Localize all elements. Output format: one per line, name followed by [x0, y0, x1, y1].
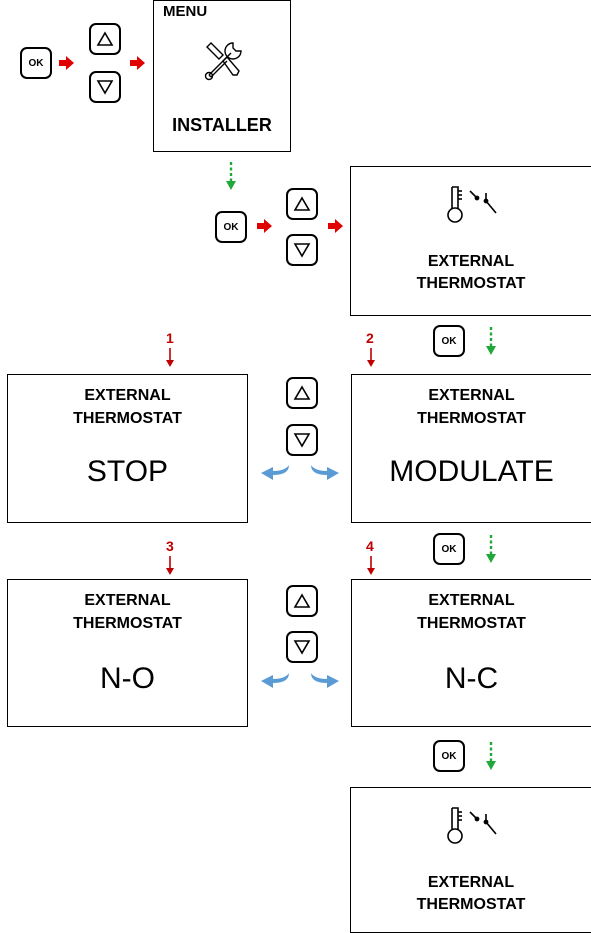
triangle-down-icon	[96, 80, 114, 95]
red-down-arrow-icon	[166, 556, 174, 575]
ok-button-label: OK	[223, 221, 239, 233]
ext-title-line1: EXTERNAL	[428, 387, 515, 404]
modulate-screen: EXTERNAL THERMOSTAT MODULATE	[351, 374, 591, 523]
green-dashed-arrow-icon	[486, 742, 496, 770]
option-number-4: 4	[366, 538, 374, 554]
triangle-up-icon	[293, 385, 311, 400]
green-dashed-arrow-icon	[226, 162, 236, 190]
ok-button[interactable]: OK	[433, 533, 465, 565]
ext-title-line1: EXTERNAL	[427, 253, 515, 270]
triangle-up-icon	[293, 196, 311, 211]
ok-button-label: OK	[441, 335, 457, 347]
ext-title-line2: THERMOSTAT	[417, 410, 526, 427]
menu-installer-label: INSTALLER	[172, 115, 272, 135]
ext-title-line2: THERMOSTAT	[73, 410, 182, 427]
green-dashed-arrow-icon	[486, 327, 496, 355]
triangle-up-icon	[96, 31, 114, 46]
blue-right-arrow-icon	[311, 673, 339, 688]
ok-button-label: OK	[441, 543, 457, 555]
red-down-arrow-icon	[166, 348, 174, 367]
stop-screen: EXTERNAL THERMOSTAT STOP	[7, 374, 248, 523]
down-button[interactable]	[286, 234, 318, 266]
ok-button[interactable]: OK	[433, 325, 465, 357]
up-button[interactable]	[286, 377, 318, 409]
red-down-arrow-icon	[367, 348, 375, 367]
option-value-no: N-O	[100, 662, 155, 695]
ok-button-label: OK	[28, 57, 44, 69]
blue-left-arrow-icon	[261, 465, 289, 480]
wrench-screwdriver-icon	[204, 42, 242, 81]
down-button[interactable]	[286, 424, 318, 456]
ext-title-line1: EXTERNAL	[428, 592, 515, 609]
ext-title-line2: THERMOSTAT	[416, 896, 526, 913]
option-value-modulate: MODULATE	[389, 455, 554, 488]
triangle-down-icon	[293, 243, 311, 258]
triangle-down-icon	[293, 433, 311, 448]
ok-button[interactable]: OK	[20, 47, 52, 79]
red-arrow-icon	[257, 219, 272, 233]
down-button[interactable]	[286, 631, 318, 663]
thermostat-switch-icon	[447, 186, 497, 223]
nc-screen: EXTERNAL THERMOSTAT N-C	[351, 579, 591, 727]
menu-title: MENU	[163, 3, 208, 20]
triangle-down-icon	[293, 640, 311, 655]
red-arrow-icon	[328, 219, 343, 233]
red-arrow-icon	[130, 56, 145, 70]
external-thermostat-screen-final: EXTERNAL THERMOSTAT	[350, 787, 591, 933]
down-button[interactable]	[89, 71, 121, 103]
triangle-up-icon	[293, 593, 311, 608]
up-button[interactable]	[286, 585, 318, 617]
ext-title-line1: EXTERNAL	[84, 387, 171, 404]
ext-title-line1: EXTERNAL	[427, 874, 515, 891]
ext-title-line1: EXTERNAL	[84, 592, 171, 609]
ext-title-line2: THERMOSTAT	[73, 615, 182, 632]
blue-right-arrow-icon	[311, 465, 339, 480]
thermostat-switch-icon	[447, 807, 497, 844]
ok-button-label: OK	[441, 750, 457, 762]
ext-title-line2: THERMOSTAT	[416, 275, 526, 292]
ok-button[interactable]: OK	[215, 211, 247, 243]
up-button[interactable]	[89, 23, 121, 55]
red-down-arrow-icon	[367, 556, 375, 575]
option-number-2: 2	[366, 330, 374, 346]
option-number-3: 3	[166, 538, 174, 554]
ok-button[interactable]: OK	[433, 740, 465, 772]
red-arrow-icon	[59, 56, 74, 70]
menu-installer-screen: MENU INSTALLER	[153, 0, 291, 152]
no-screen: EXTERNAL THERMOSTAT N-O	[7, 579, 248, 727]
up-button[interactable]	[286, 188, 318, 220]
option-value-stop: STOP	[86, 455, 169, 488]
option-value-nc: N-C	[444, 662, 499, 695]
external-thermostat-screen: EXTERNAL THERMOSTAT	[350, 166, 591, 316]
ext-title-line2: THERMOSTAT	[417, 615, 526, 632]
option-number-1: 1	[166, 330, 174, 346]
blue-left-arrow-icon	[261, 673, 289, 688]
green-dashed-arrow-icon	[486, 535, 496, 563]
